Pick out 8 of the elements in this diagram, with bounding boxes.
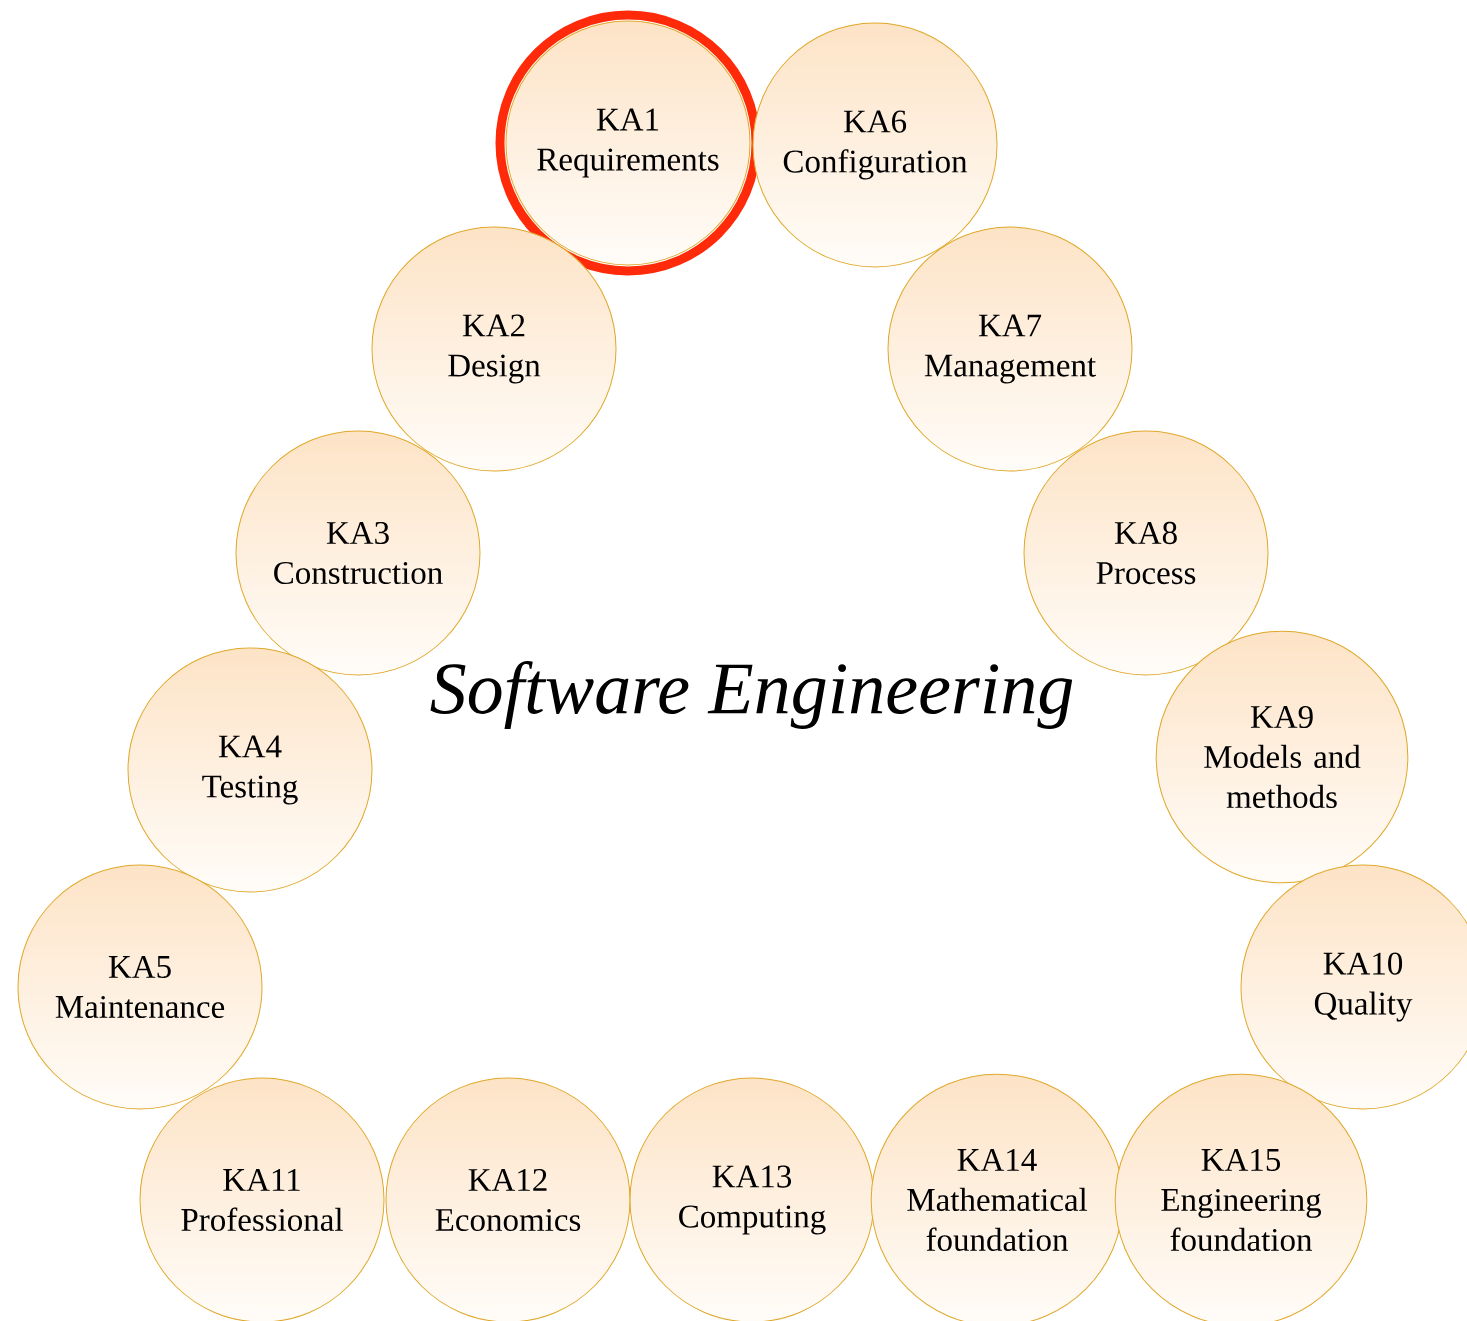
- circle-node: KA6 Configuration: [752, 22, 998, 268]
- circle-node: KA7 Management: [887, 226, 1133, 472]
- circle-node: KA2 Design: [371, 226, 617, 472]
- circle-node: KA1 Requirements: [505, 20, 751, 266]
- circle-node: KA4 Testing: [127, 647, 373, 893]
- circle-node: KA9 Models and methods: [1155, 630, 1409, 884]
- circle-node: KA8 Process: [1023, 430, 1269, 676]
- circle-node: KA5 Maintenance: [17, 864, 263, 1110]
